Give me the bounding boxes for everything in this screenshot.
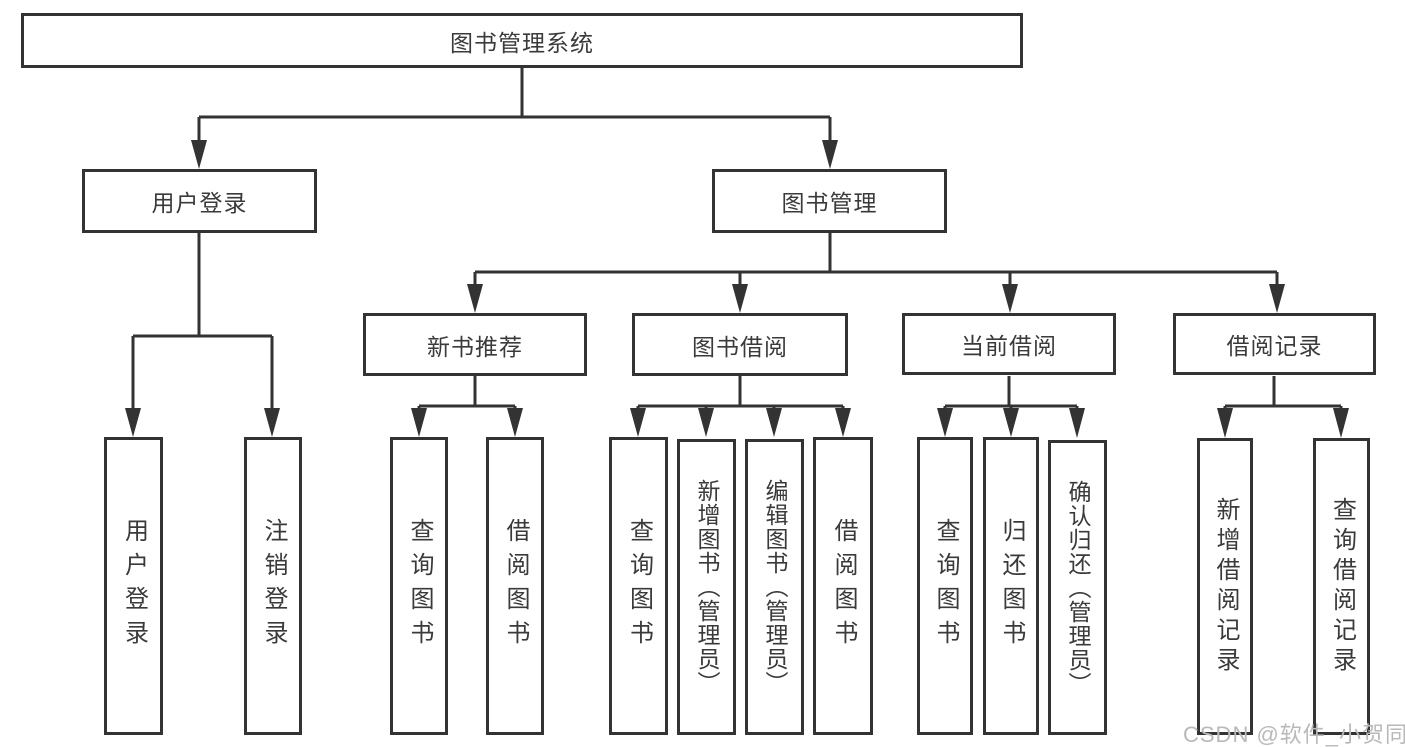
node-borrow-records: 借阅记录 [1173,313,1376,375]
arrowhead [822,140,838,169]
connector-user-login-children [131,233,274,414]
leaf-add-books-admin: 新增图书（管理员） [677,439,736,735]
leaf-logout: 注销登录 [244,437,302,735]
connector-lines [131,68,1343,414]
leaf-query-books-current: 查询图书 [917,437,973,735]
leaf-confirm-return-admin: 确认归还（管理员） [1048,440,1107,735]
arrowhead [1333,408,1349,438]
arrowhead [1003,408,1019,437]
node-new-book-recommend: 新书推荐 [363,313,587,376]
arrowhead [411,408,427,437]
connector-borrow-children [636,376,845,414]
csdn-watermark: CSDN @软件_小贺同学 [1183,722,1405,747]
arrowhead [835,408,851,437]
node-user-login: 用户登录 [82,169,317,233]
arrowhead [630,408,646,437]
arrowhead [467,284,483,313]
connector-book-mgmt-children [473,233,1279,290]
node-book-management: 图书管理 [712,169,947,233]
arrowhead [1269,284,1285,313]
arrowhead [937,408,953,437]
connector-root-to-level2 [197,68,832,145]
leaf-query-books-borrow: 查询图书 [609,437,668,735]
arrowhead [1217,408,1233,438]
arrowhead [125,408,141,437]
node-root: 图书管理系统 [21,13,1023,68]
arrowhead [1002,284,1018,313]
leaf-return-books: 归还图书 [983,437,1039,735]
node-current-borrow: 当前借阅 [902,313,1116,375]
arrowhead [766,408,782,437]
connector-records-children [1223,376,1343,414]
arrowhead [507,408,523,437]
leaf-add-borrow-record: 新增借阅记录 [1197,438,1253,735]
node-book-borrow: 图书借阅 [632,313,848,376]
connector-new-books-children [417,376,517,414]
leaf-user-login: 用户登录 [104,437,163,735]
arrowhead [264,408,280,437]
arrowhead [698,408,714,437]
arrowheads [125,140,1349,438]
leaf-borrow-books: 借阅图书 [813,437,873,735]
arrowhead [191,140,207,169]
arrowhead [1069,408,1085,438]
arrowhead [732,284,748,313]
leaf-borrow-books-newbooks: 借阅图书 [486,437,544,735]
leaf-edit-books-admin: 编辑图书（管理员） [745,439,804,735]
leaf-query-books-newbooks: 查询图书 [390,437,448,735]
leaf-query-borrow-record: 查询借阅记录 [1313,438,1370,735]
